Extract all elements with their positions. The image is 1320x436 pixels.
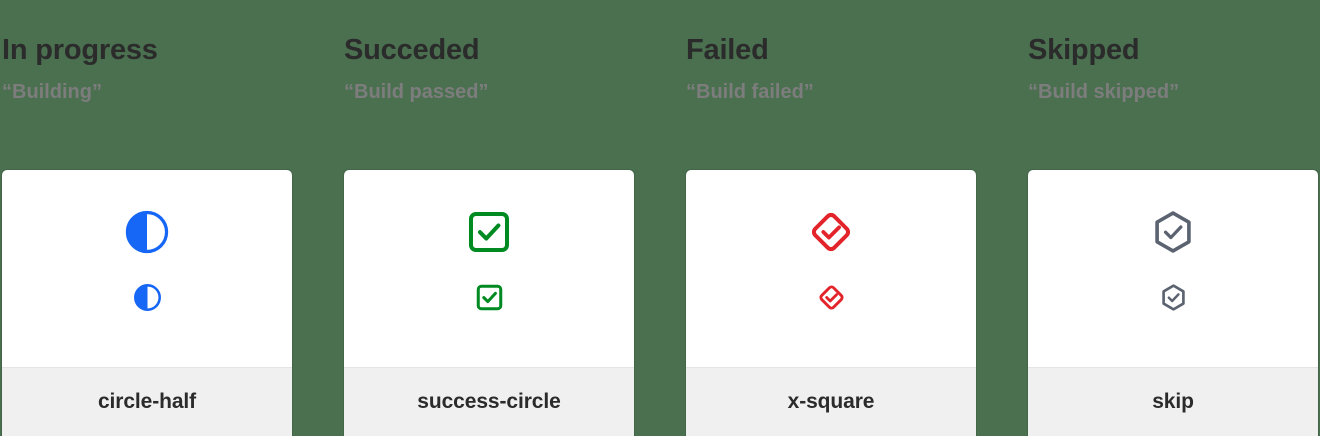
column-header: In progress “Building” xyxy=(0,0,342,103)
circle-half-icon-small xyxy=(132,282,162,312)
card-footer: skip xyxy=(1028,367,1318,436)
icon-card-circle-half[interactable]: circle-half xyxy=(2,170,292,436)
skip-icon xyxy=(1149,208,1197,256)
icon-name-label: circle-half xyxy=(97,390,197,413)
status-column-skipped: Skipped “Build skipped” xyxy=(1026,0,1320,436)
x-square-icon xyxy=(807,208,855,256)
column-subtitle: “Build failed” xyxy=(686,81,814,103)
icon-name-label: skip xyxy=(1152,390,1194,413)
icon-card-success-circle[interactable]: success-circle xyxy=(344,170,634,436)
card-footer: circle-half xyxy=(2,367,292,436)
success-circle-icon-small xyxy=(474,282,504,312)
card-icon-preview xyxy=(344,170,634,367)
card-icon-preview xyxy=(686,170,976,367)
card-footer: x-square xyxy=(686,367,976,436)
icon-card-skip[interactable]: skip xyxy=(1028,170,1318,436)
column-title: In progress xyxy=(2,34,158,66)
x-square-icon-small xyxy=(816,282,846,312)
column-header: Succeded “Build passed” xyxy=(342,0,684,103)
column-title: Failed xyxy=(686,34,769,66)
skip-icon-small xyxy=(1158,282,1188,312)
column-subtitle: “Build passed” xyxy=(344,81,489,103)
status-column-succeded: Succeded “Build passed” xyxy=(342,0,684,436)
status-column-in-progress: In progress “Building” xyxy=(0,0,342,436)
column-title: Succeded xyxy=(344,34,480,66)
card-icon-preview xyxy=(2,170,292,367)
success-circle-icon xyxy=(465,208,513,256)
column-header: Failed “Build failed” xyxy=(684,0,1026,103)
icon-name-label: x-square xyxy=(787,390,875,413)
card-footer: success-circle xyxy=(344,367,634,436)
icon-card-x-square[interactable]: x-square xyxy=(686,170,976,436)
column-title: Skipped xyxy=(1028,34,1140,66)
icon-name-label: success-circle xyxy=(417,390,561,413)
column-header: Skipped “Build skipped” xyxy=(1026,0,1320,103)
status-column-failed: Failed “Build failed” xyxy=(684,0,1026,436)
card-icon-preview xyxy=(1028,170,1318,367)
circle-half-icon xyxy=(123,208,171,256)
column-subtitle: “Building” xyxy=(2,81,102,103)
column-subtitle: “Build skipped” xyxy=(1028,81,1180,103)
